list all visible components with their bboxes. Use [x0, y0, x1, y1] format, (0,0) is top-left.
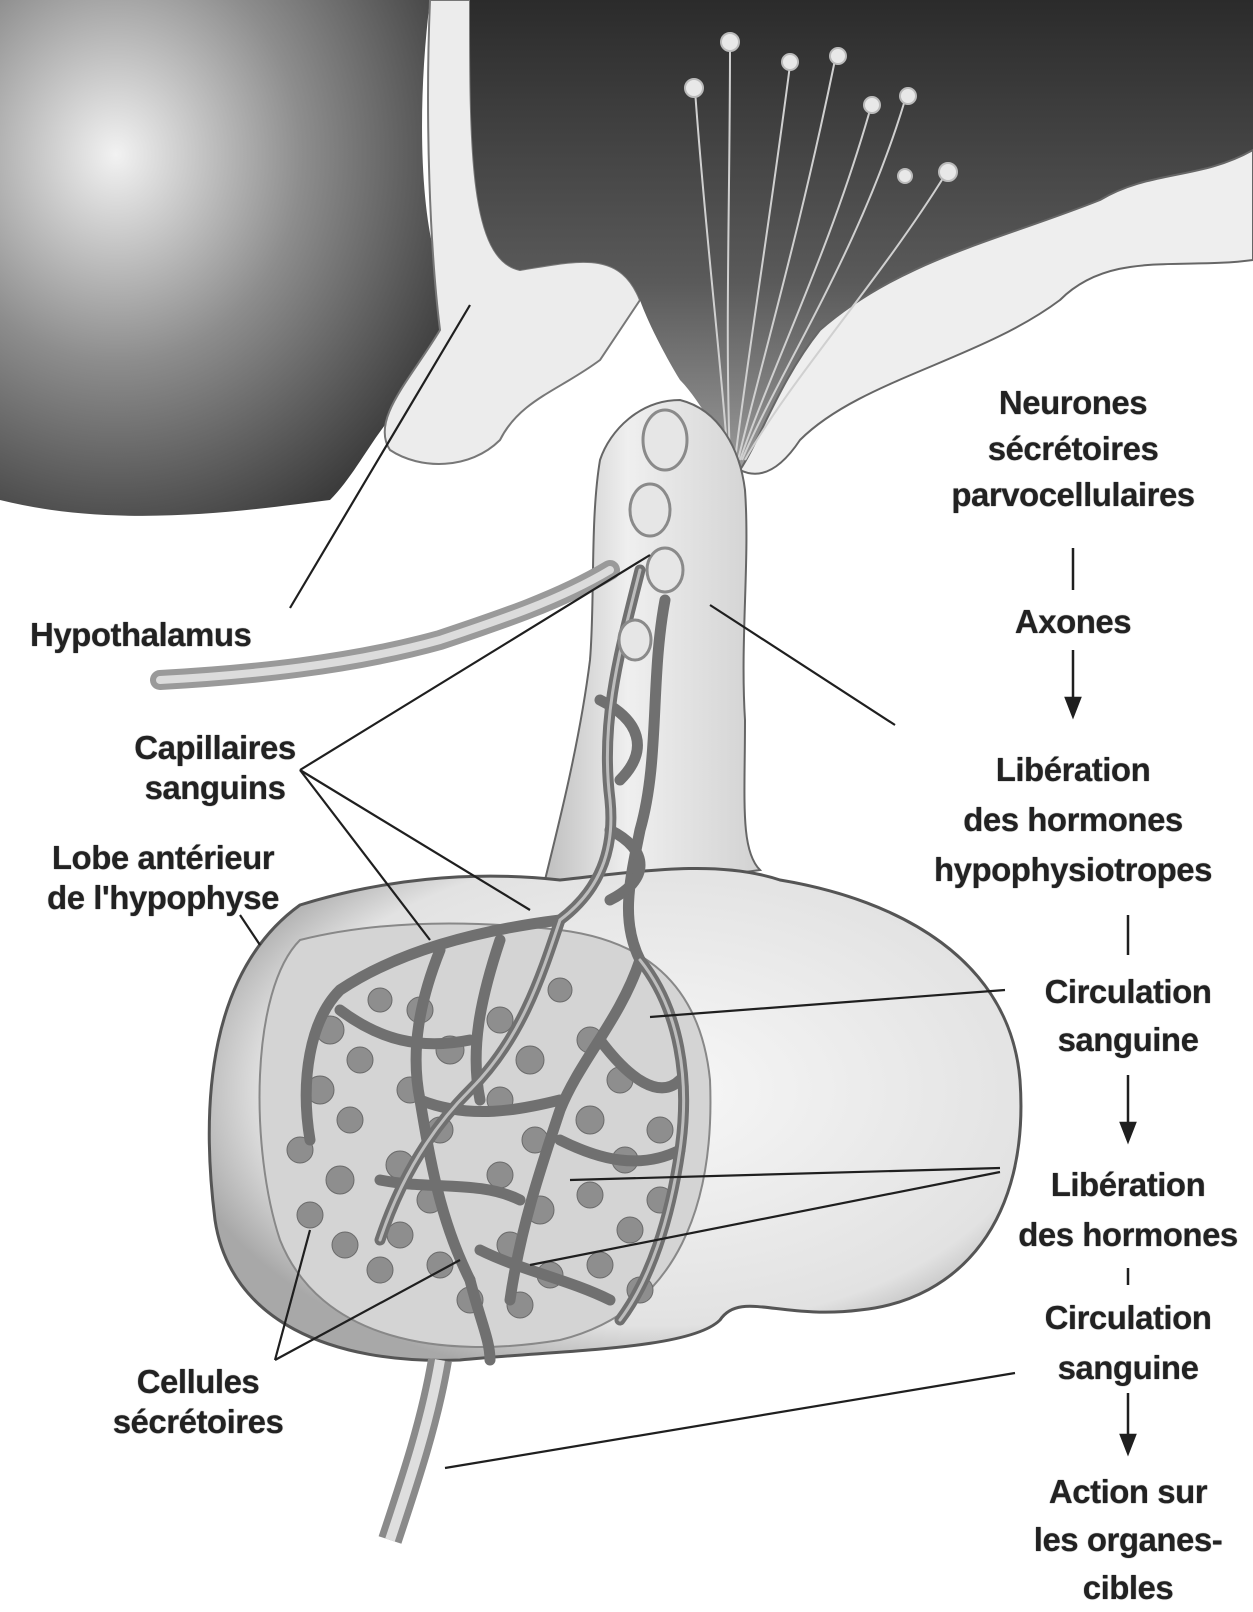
flow-action-organes: Action sur les organes- cibles — [1034, 1468, 1222, 1612]
flow-axones: Axones — [1015, 602, 1131, 642]
label-capillaires: Capillaires sanguins — [134, 728, 295, 808]
flow-liberation-hormones: Libération des hormones — [1018, 1160, 1238, 1260]
flow-liberation-hypophysiotropes: Libération des hormones hypophysiotropes — [934, 745, 1212, 895]
label-cellules-secretoires: Cellules sécrétoires — [113, 1362, 284, 1442]
flow-circulation-2: Circulation sanguine — [1045, 1293, 1212, 1393]
label-lobe-anterieur: Lobe antérieur de l'hypophyse — [47, 838, 279, 918]
flow-neurones: Neurones sécrétoires parvocellulaires — [951, 380, 1194, 518]
label-hypothalamus: Hypothalamus — [30, 615, 251, 655]
flow-circulation-1: Circulation sanguine — [1045, 968, 1212, 1064]
